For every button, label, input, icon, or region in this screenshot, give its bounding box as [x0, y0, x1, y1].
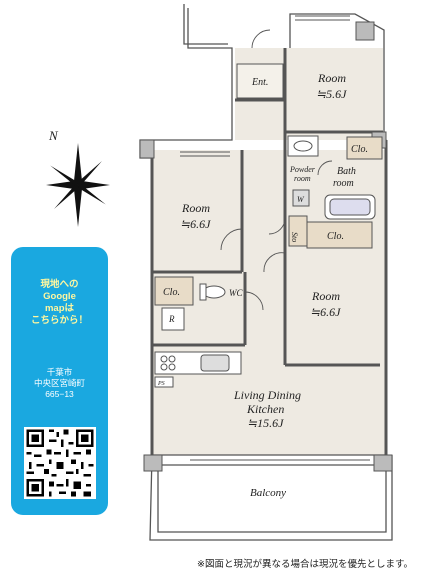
room-right-size: ≒6.6J [310, 305, 341, 319]
ldk-name-line1: Living Dining [233, 388, 301, 402]
windows [180, 15, 370, 461]
closet-top-label: Clo. [351, 144, 368, 155]
refrigerator-label: R [168, 314, 175, 324]
room-top-size: ≒5.6J [316, 87, 347, 101]
storage-label: Sto [290, 232, 299, 242]
ps-label: PS [157, 381, 165, 387]
ldk-name-line2: Kitchen [246, 402, 284, 416]
compass-rose-icon [46, 143, 110, 227]
map-panel-title: 現地への Google mapは こちらから！ [30, 279, 88, 326]
doors [220, 29, 333, 311]
powder-room-label-2: room [294, 174, 311, 183]
compass-north-label: N [49, 128, 58, 143]
wc-label: WC [229, 288, 243, 298]
balcony-label: Balcony [250, 487, 286, 499]
closet-mid-label: Clo. [327, 231, 344, 242]
map-panel-address: 千葉市 中央区宮崎町 665−13 [33, 367, 85, 399]
closets [154, 136, 383, 306]
room-left-name: Room [181, 201, 210, 215]
room-top-name: Room [317, 71, 346, 85]
footnote: ※図面と現況が異なる場合は現況を優先とします。 [196, 559, 413, 570]
bath-room-label-1: Bath [337, 166, 356, 177]
kitchen-counter [154, 307, 242, 388]
wet-area [287, 135, 376, 220]
google-map-panel[interactable]: 現地への Google mapは こちらから！ 千葉市 中央区宮崎町 665−1… [11, 247, 108, 515]
toilet [199, 283, 226, 301]
qr-code-icon[interactable] [24, 427, 96, 499]
entrance-label: Ent. [251, 77, 268, 88]
powder-room-label-1: Powder [289, 165, 316, 174]
closet-left-label: Clo. [163, 287, 180, 298]
washer-label: W [297, 195, 305, 204]
room-left-size: ≒6.6J [180, 217, 211, 231]
room-right-name: Room [311, 289, 340, 303]
bath-room-label-2: room [333, 178, 354, 189]
thick-walls [150, 48, 388, 455]
entrance-area [236, 63, 284, 99]
ldk-size: ≒15.6J [247, 416, 284, 430]
